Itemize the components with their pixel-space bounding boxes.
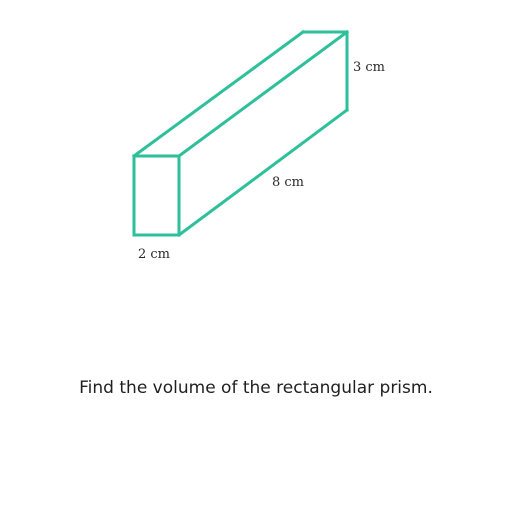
label-length: 8 cm — [272, 175, 304, 190]
label-width: 2 cm — [138, 247, 170, 262]
prism-top-right-edge — [176, 29, 350, 159]
question-text: Find the volume of the rectangular prism… — [79, 378, 433, 398]
prism-edges — [131, 29, 350, 238]
label-height: 3 cm — [353, 60, 385, 75]
prism-front-face — [132, 154, 181, 237]
prism-top-back-edge — [131, 29, 306, 159]
prism-bottom-right-edge — [176, 107, 350, 238]
